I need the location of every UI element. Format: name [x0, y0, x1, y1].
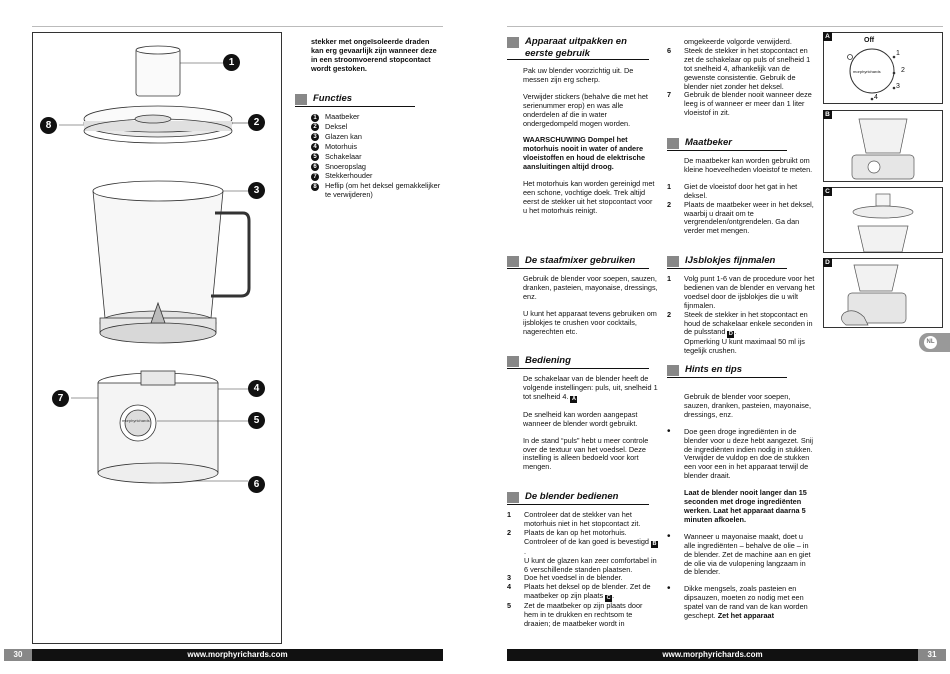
dial-1-label: 1 — [896, 50, 900, 57]
bediening-body: De schakelaar van de blender heeft de vo… — [523, 374, 658, 480]
callout-5: 5 — [248, 412, 265, 429]
panel-label-b: B — [823, 110, 832, 119]
blender-illustration — [59, 45, 251, 484]
paragraph: In de stand “puls” hebt u meer controle … — [523, 435, 649, 472]
paragraph: Pak uw blender voorzichtig uit. De messe… — [523, 66, 634, 84]
figure-ref-c: C — [605, 595, 613, 603]
callout-6: 6 — [248, 476, 265, 493]
section-maatbeker: Maatbeker — [667, 137, 787, 151]
language-tab: NL — [919, 333, 950, 352]
dial-2-label: 2 — [901, 67, 905, 74]
paragraph: Het motorhuis kan worden gereinigd met e… — [523, 179, 655, 215]
figure-panel-b: B — [823, 110, 943, 182]
paragraph: De snelheid kan worden aangepast wanneer… — [523, 409, 638, 428]
section-functies: Functies — [295, 93, 415, 107]
dial-brand-label: morphyrichards — [853, 69, 881, 74]
dial-4-label: 4 — [874, 94, 878, 101]
figure-panel-a: A Off 1 2 3 4 morphyrichards — [823, 32, 943, 104]
list-item: Doe geen droge ingrediënten in de blende… — [667, 427, 815, 481]
top-rule-left — [32, 26, 443, 27]
warning-text: Laat de blender nooit langer dan 15 seco… — [684, 488, 807, 524]
paragraph: omgekeerde volgorde verwijderd. — [684, 37, 792, 46]
panel-label-d: D — [823, 258, 832, 267]
speed-dial-graphic — [847, 48, 896, 101]
figure-panel-d: D — [823, 258, 943, 328]
footer-bar-left: www.morphyrichards.com — [32, 649, 443, 661]
list-item: Dikke mengsels, zoals pasteien en dipsau… — [667, 584, 815, 621]
callout-2: 2 — [248, 114, 265, 131]
paragraph: Gebruik de blender voor soepen, sauzen, … — [523, 274, 658, 301]
callout-8: 8 — [40, 117, 57, 134]
intro-bold-text: stekker met ongeïsoleerde draden kan erg… — [311, 37, 437, 73]
section-blender-bedienen: De blender bedienen — [507, 491, 649, 505]
dial-off-label: Off — [864, 37, 875, 44]
panel-label-a: A — [823, 32, 832, 41]
callout-4: 4 — [248, 380, 265, 397]
paragraph: Gebruik de blender voor soepen, sauzen, … — [684, 392, 811, 419]
paragraph: U kunt het apparaat tevens gebruiken om … — [523, 308, 657, 336]
staafmixer-body: Gebruik de blender voor soepen, sauzen, … — [523, 274, 658, 344]
page-number-left: 30 — [4, 649, 32, 661]
maatbeker-body: De maatbeker kan worden gebruikt om klei… — [667, 156, 815, 236]
section-staafmixer: De staafmixer gebruiken — [507, 255, 649, 269]
figure-panel-c: C — [823, 187, 943, 253]
pulse-hand-graphic — [841, 264, 907, 326]
list-item: Wanneer u mayonaise maakt, doet u alle i… — [667, 532, 815, 578]
callout-1: 1 — [223, 54, 240, 71]
paragraph: Verwijder stickers (behalve die met het … — [523, 91, 648, 128]
page-number-right: 31 — [918, 649, 946, 661]
warning-text: WAARSCHUWING Dompel het motorhuis nooit … — [523, 135, 646, 172]
footer-url[interactable]: www.morphyrichards.com — [187, 650, 288, 659]
section-hints-tips: Hints en tips — [667, 364, 787, 378]
dial-3-label: 3 — [896, 83, 900, 90]
section-ijsblokjes: IJsblokjes fijnmalen — [667, 255, 787, 269]
figure-ref-d: D — [727, 331, 735, 339]
uitpakken-body: Pak uw blender voorzichtig uit. De messe… — [523, 66, 658, 224]
top-rule-right — [507, 26, 943, 27]
footer-bar-right: www.morphyrichards.com — [507, 649, 918, 661]
figure-ref-b: B — [650, 540, 658, 548]
figure-ref-a: A — [570, 395, 578, 403]
paragraph: De schakelaar van de blender heeft de vo… — [523, 374, 658, 403]
panel-label-c: C — [823, 187, 832, 196]
section-bediening: Bediening — [507, 355, 649, 369]
callout-7: 7 — [52, 390, 69, 407]
callout-3: 3 — [248, 182, 265, 199]
dial-brand-text: morphyrichards — [122, 418, 150, 423]
blender-exploded-diagram: 1 2 3 4 5 6 7 8 morphyrichards — [32, 32, 282, 644]
footer-url[interactable]: www.morphyrichards.com — [662, 650, 763, 659]
jar-on-base-graphic — [851, 118, 915, 180]
hints-tips-body: Gebruik de blender voor soepen, sauzen, … — [667, 392, 815, 629]
paragraph: De maatbeker kan worden gebruikt om klei… — [684, 156, 813, 174]
lid-placement-graphic — [852, 193, 914, 253]
